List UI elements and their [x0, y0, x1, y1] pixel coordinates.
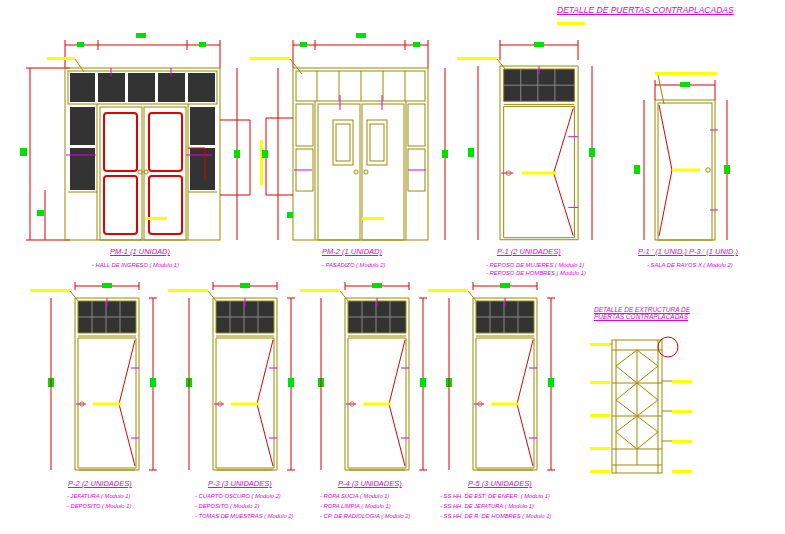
label-text: - TOMAS DE MUESTRAS ( Modulo 2) — [195, 513, 293, 519]
door-heading: P-5 (3 UNIDADES) — [468, 480, 532, 488]
location-note: - DEPOSITO ( Modulo 2) — [195, 503, 259, 509]
label-text: DETALLE DE PUERTAS CONTRAPLACADAS — [557, 5, 734, 15]
location-note: - REPOSO DE HOMBRES ( Modulo 1) — [486, 270, 586, 276]
location-note: - ROPA SUCIA ( Modulo 1) — [320, 493, 389, 499]
label-text: DETALLE DE EXTRUCTURA DE PUERTAS CONTRAP… — [594, 306, 690, 320]
sheet-title: DETALLE DE PUERTAS CONTRAPLACADAS — [557, 6, 734, 15]
label-text: - REPOSO DE MUJERES ( Modulo 1) — [486, 262, 584, 268]
location-note: - HALL DE INGRESO ( Modulo 1) — [92, 262, 179, 268]
label-text: - SALA DE RAYOS X ( Modulo 2) — [647, 262, 733, 268]
label-text: P-1 (2 UNIDADES) — [497, 247, 561, 256]
location-note: - TOMAS DE MUESTRAS ( Modulo 2) — [195, 513, 293, 519]
label-text: P-1 ' (1 UNID.) P-3 ' (1 UNID.) — [638, 247, 738, 256]
label-text: - HALL DE INGRESO ( Modulo 1) — [92, 262, 179, 268]
label-text: - SS.HH. DE EST. DE ENFER. ( Modulo 1) — [440, 493, 550, 499]
label-text: - ROPA SUCIA ( Modulo 1) — [320, 493, 389, 499]
door-heading: P-1 (2 UNIDADES) — [497, 248, 561, 256]
location-note: - DEPOSITO ( Modulo 1) — [67, 503, 131, 509]
label-text: - DEPOSITO ( Modulo 2) — [195, 503, 259, 509]
label-text: P-4 (3 UNIDADES) — [338, 479, 402, 488]
location-note: - CP. DE RADIOLOGIA ( Modulo 2) — [320, 513, 411, 519]
door-heading: PM-2 (1 UNIDAD) — [322, 248, 382, 256]
door-heading: PM-1 (1 UNIDAD) — [110, 248, 170, 256]
door-heading: P-1 ' (1 UNID.) P-3 ' (1 UNID.) — [638, 248, 738, 256]
label-text: - ROPA LIMPIA ( Modulo 1) — [320, 503, 391, 509]
door-heading: DETALLE DE EXTRUCTURA DE PUERTAS CONTRAP… — [594, 306, 709, 320]
label-text: P-2 (2 UNIDADES) — [68, 479, 132, 488]
door-heading: P-3 (3 UNIDADES) — [208, 480, 272, 488]
location-note: - REPOSO DE MUJERES ( Modulo 1) — [486, 262, 584, 268]
location-note: - SS.HH. DE R. DE HOMBRES ( Modulo 1) — [440, 513, 551, 519]
label-text: - SS.HH. DE JEFATURA ( Modulo 1) — [440, 503, 534, 509]
label-text: - REPOSO DE HOMBRES ( Modulo 1) — [486, 270, 586, 276]
location-note: - PASADIZO ( Modulo 2) — [322, 262, 385, 268]
location-note: - SS.HH. DE EST. DE ENFER. ( Modulo 1) — [440, 493, 550, 499]
label-text: - PASADIZO ( Modulo 2) — [322, 262, 385, 268]
label-text: - DEPOSITO ( Modulo 1) — [67, 503, 131, 509]
location-note: - SALA DE RAYOS X ( Modulo 2) — [647, 262, 733, 268]
label-text: - JEFATURA ( Modulo 1) — [67, 493, 130, 499]
location-note: - CUARTO OSCURO ( Modulo 2) — [195, 493, 281, 499]
label-text: P-3 (3 UNIDADES) — [208, 479, 272, 488]
label-text: P-5 (3 UNIDADES) — [468, 479, 532, 488]
door-heading: P-2 (2 UNIDADES) — [68, 480, 132, 488]
location-note: - ROPA LIMPIA ( Modulo 1) — [320, 503, 391, 509]
label-text: - CP. DE RADIOLOGIA ( Modulo 2) — [320, 513, 411, 519]
label-text: - CUARTO OSCURO ( Modulo 2) — [195, 493, 281, 499]
door-heading: P-4 (3 UNIDADES) — [338, 480, 402, 488]
label-text: PM-2 (1 UNIDAD) — [322, 247, 382, 256]
label-text: PM-1 (1 UNIDAD) — [110, 247, 170, 256]
location-note: - JEFATURA ( Modulo 1) — [67, 493, 130, 499]
label-text: - SS.HH. DE R. DE HOMBRES ( Modulo 1) — [440, 513, 551, 519]
location-note: - SS.HH. DE JEFATURA ( Modulo 1) — [440, 503, 534, 509]
